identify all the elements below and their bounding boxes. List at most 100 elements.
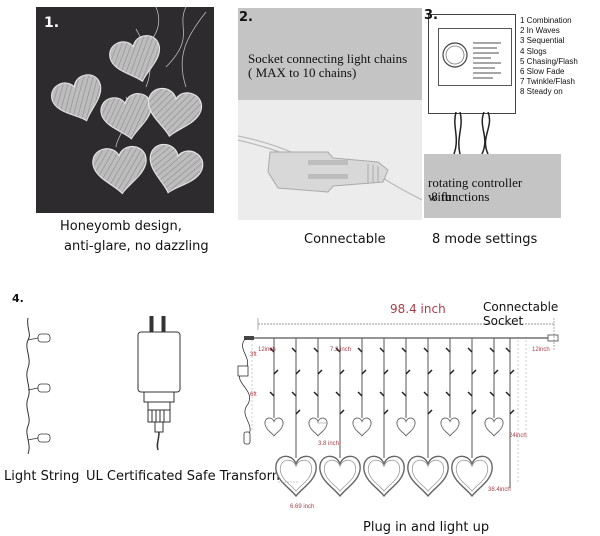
large-heart-inner	[279, 459, 313, 492]
mode-item: 5 Chasing/Flash	[520, 56, 578, 66]
small-heart	[352, 417, 372, 437]
bulb-mark	[269, 391, 275, 397]
bulb-mark	[383, 369, 389, 375]
controller-overlay-line-1: rotating controller with	[428, 175, 523, 204]
left-lead-label: 12inch	[258, 347, 276, 353]
end-socket-icon	[547, 334, 559, 342]
bulb-mark	[423, 391, 429, 397]
mode-item: 2 In Waves	[520, 26, 560, 36]
connector-text-band	[238, 8, 422, 100]
spacing-label: 7.2 inch	[330, 347, 352, 353]
mode-item: 8 Steady on	[520, 87, 563, 97]
mode-list: 1 Combination 2 In Waves 3 Sequential 4 …	[520, 16, 578, 98]
bulb-mark	[335, 347, 341, 353]
bulb-mark	[471, 409, 477, 415]
large-heart	[319, 455, 361, 498]
small-heart	[308, 417, 328, 437]
bulb-mark	[273, 369, 279, 375]
bulb-mark	[313, 347, 319, 353]
small-heart	[396, 417, 416, 437]
panel-number: 1.	[44, 15, 60, 31]
bulb-mark	[379, 347, 385, 353]
bulb-mark	[291, 347, 297, 353]
transformer-label: UL Certificated Safe Transform	[86, 469, 285, 484]
bulb-mark	[295, 409, 301, 415]
large-heart-inner	[411, 459, 445, 492]
bulb-mark	[449, 369, 455, 375]
heart-caption-line-1: Honeyomb design,	[60, 219, 182, 234]
connectable-socket-label: Connectable Socket	[483, 300, 559, 328]
small-heart-width-label: 3.8 inch	[318, 441, 340, 447]
right-lead-label: 12inch	[532, 347, 550, 353]
rotary-knob-icon	[442, 42, 501, 79]
plug-connector-photo	[238, 100, 422, 220]
bulb-mark	[467, 347, 473, 353]
controller-box	[428, 14, 516, 114]
transformer-drawing	[137, 316, 181, 451]
small-heart	[484, 417, 504, 437]
honeycomb-hearts-photo	[47, 7, 207, 201]
bulb-mark	[357, 347, 363, 353]
diagram-caption: Plug in and light up	[363, 520, 490, 535]
bulb-mark	[291, 391, 297, 397]
bulb-mark	[401, 347, 407, 353]
bulb-mark	[383, 409, 389, 415]
bulb-mark	[489, 391, 495, 397]
controller-caption: 8 mode settings	[432, 232, 538, 247]
bulb-mark	[489, 347, 495, 353]
bulb-mark	[423, 347, 429, 353]
bulb-mark	[505, 391, 511, 397]
large-heart	[407, 455, 449, 498]
controller-cables	[453, 112, 491, 154]
diagram-number: 4.	[12, 292, 24, 305]
large-heart	[363, 455, 405, 498]
large-heart	[275, 455, 317, 498]
bulb-mark	[357, 391, 363, 397]
lower-cord-label: 6ft	[250, 392, 257, 398]
bulb-mark	[509, 409, 515, 415]
bulb-mark	[295, 369, 301, 375]
mode-item: 7 Twinkle/Flash	[520, 77, 575, 87]
connector-overlay-line-1: Socket connecting light chains	[248, 51, 408, 66]
small-heart	[264, 417, 284, 437]
heart-caption-line-2: anti-glare, no dazzling	[64, 239, 209, 254]
bulb-mark	[339, 409, 345, 415]
total-width-label: 98.4 inch	[390, 302, 446, 316]
heart-photo-panel: 1.	[36, 7, 214, 213]
curtain-diagram	[237, 318, 559, 498]
bulb-mark	[335, 391, 341, 397]
mode-item: 3 Sequential	[520, 36, 565, 46]
upper-cord-label: 3ft	[250, 352, 257, 358]
panel-number: 3.	[424, 8, 438, 23]
mode-item: 4 Slogs	[520, 46, 547, 56]
bulb-mark	[405, 369, 411, 375]
bulb-mark	[401, 391, 407, 397]
bulb-mark	[493, 369, 499, 375]
bulb-mark	[317, 369, 323, 375]
bulb-mark	[427, 369, 433, 375]
bulb-mark	[505, 347, 511, 353]
large-heart-inner	[323, 459, 357, 492]
large-heart-inner	[455, 459, 489, 492]
large-heart-inner	[367, 459, 401, 492]
controller-face	[438, 28, 512, 86]
light-string-drawing	[26, 318, 51, 455]
bulb-mark	[445, 391, 451, 397]
large-heart	[451, 455, 493, 498]
bulb-mark	[379, 391, 385, 397]
short-drop-label: 24inch	[509, 433, 527, 439]
connector-caption: Connectable	[304, 232, 386, 247]
controller-panel: 3. rotating controller with 8 functions	[424, 8, 561, 218]
long-drop-label: 38.4inch	[488, 487, 511, 493]
bulb-mark	[339, 369, 345, 375]
bulb-mark	[467, 391, 473, 397]
connector-photo-panel: 2. Socket connecting light chains ( MAX …	[238, 8, 422, 220]
light-string-label: Light String	[4, 469, 80, 484]
panel-number: 2.	[239, 10, 253, 25]
controller-overlay-line-2: 8 functions	[428, 189, 490, 204]
bulb-mark	[313, 391, 319, 397]
big-heart-width-label: 6.69 inch	[290, 504, 315, 510]
bulb-mark	[269, 347, 275, 353]
small-heart	[440, 417, 460, 437]
mode-item: 6 Slow Fade	[520, 67, 565, 77]
